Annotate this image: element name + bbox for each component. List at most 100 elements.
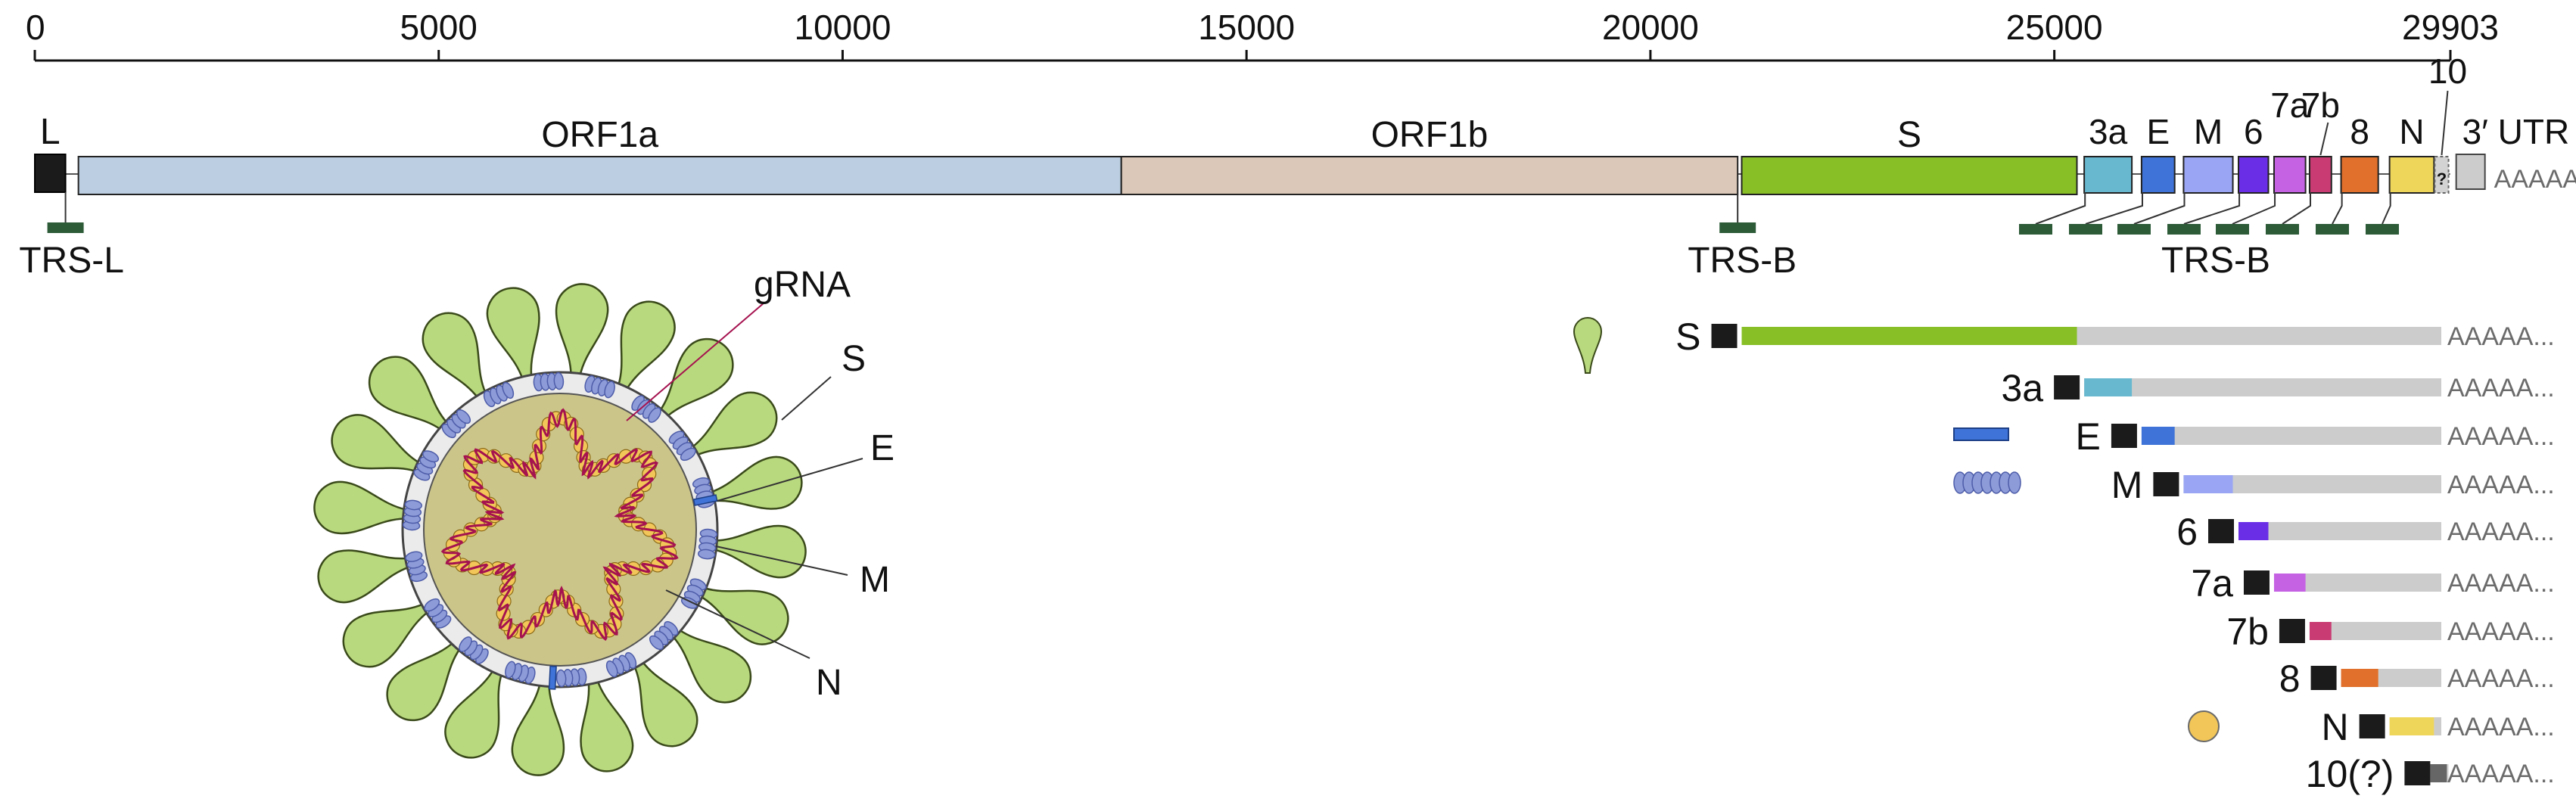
spike-protein-shape (313, 480, 407, 535)
spike-protein (617, 300, 676, 391)
axis-tick-label: 0 (26, 8, 45, 47)
sgrna-leader-block (2279, 619, 2305, 643)
spike-protein (368, 356, 449, 431)
sgrna-row-8: 8 AAAAA... (2279, 657, 2555, 700)
membrane-protein-subunit (404, 499, 422, 511)
spike-protein (709, 455, 803, 510)
leader-sequence (34, 154, 67, 193)
spike-icon-shape (1573, 317, 1603, 374)
spike-protein (422, 312, 487, 399)
leader-label: L (40, 112, 61, 152)
trs-b-connector (2035, 192, 2086, 225)
spike-protein (580, 679, 634, 772)
membrane-protein (698, 528, 718, 560)
orf-7b-label: 7b (2301, 85, 2340, 125)
orf-e-label: E (2146, 112, 2170, 151)
membrane-protein (424, 598, 452, 629)
trs-b-block (2167, 224, 2201, 235)
spike-protein-shape (617, 300, 676, 391)
spike-protein (444, 668, 503, 759)
envelope-protein (692, 494, 718, 506)
orf-7b-box (2308, 156, 2332, 194)
orf-10-box (2434, 156, 2450, 194)
membrane-protein (680, 578, 707, 609)
orf-7b-leader-line (2319, 122, 2329, 156)
sgrna-label: S (1675, 316, 1700, 358)
sgrna-polya-tail: AAAAA... (2447, 664, 2555, 693)
orf-m-box (2182, 156, 2234, 194)
sgrna-orf-segment (2238, 522, 2269, 540)
sgrna-orf-segment (2141, 427, 2175, 445)
spike-protein (690, 391, 778, 457)
sgrna-label: 7b (2226, 611, 2269, 653)
sgrna-row-10: 10(?)AAAAA... (2306, 753, 2555, 795)
spike-protein-shape (690, 391, 778, 457)
membrane-protein-subunit (555, 669, 567, 688)
orf-10-leader-line (2441, 90, 2449, 156)
virion-m-label: M (860, 560, 890, 600)
sgrna-leader-block (1711, 324, 1738, 348)
orf-3a-label: 3a (2089, 112, 2128, 151)
axis-tick-label: 15000 (1198, 8, 1295, 47)
trs-b-block (2117, 224, 2151, 235)
trs-l-block (47, 222, 84, 233)
membrane-protein-subunit (424, 598, 440, 612)
sgrna-body-bar (2084, 378, 2441, 396)
nucleocapsid-icon (2188, 710, 2220, 742)
spike-protein (698, 586, 789, 645)
spike-protein-shape (386, 641, 462, 722)
membrane-protein-subunit (502, 381, 515, 399)
membrane-protein (668, 431, 696, 462)
spike-protein-shape (671, 628, 752, 704)
spike-protein-shape (658, 337, 734, 418)
orf-orf1b-box (1120, 156, 1739, 195)
membrane-protein (533, 371, 565, 392)
virion-m-callout-line (715, 546, 848, 576)
sgrna-body-bar (2309, 622, 2441, 640)
sgrna-orf-segment (2183, 475, 2233, 493)
trs-l-label: TRS-L (19, 241, 124, 281)
spike-protein (658, 337, 734, 418)
spike-protein-shape (444, 668, 503, 759)
orf-n-label: N (2399, 112, 2424, 151)
sgrna-label: 8 (2279, 657, 2301, 700)
spike-protein-shape (331, 414, 422, 473)
trs-b-connector (2133, 192, 2186, 225)
spike-protein (317, 549, 411, 604)
sgrna-orf-segment (2084, 378, 2133, 396)
sgrna-body-bar (2141, 427, 2441, 445)
orf-e-box (2140, 156, 2176, 194)
spike-protein (511, 682, 565, 776)
spike-protein (486, 287, 540, 381)
orf-10-number-label: 10 (2428, 51, 2467, 91)
spike-protein-shape (709, 455, 803, 510)
spike-protein-shape (555, 283, 609, 377)
sgrna-leader-block (2243, 570, 2270, 595)
sgrna-protein-icons (1573, 317, 2220, 742)
envelope-protein-shape (692, 494, 718, 506)
virion-s-label: S (842, 339, 866, 379)
membrane-protein (649, 620, 679, 651)
virion-n-label: N (816, 663, 842, 703)
grna-strand (440, 408, 679, 641)
membrane-protein-subunit (649, 635, 664, 651)
trs-b-connector (2085, 192, 2143, 225)
sgrna-polya-tail: AAAAA... (2447, 760, 2555, 788)
sgrna-leader-block (2111, 424, 2137, 448)
trs-b-connector (2183, 192, 2241, 225)
sgrna-polya-tail: AAAAA... (2447, 471, 2555, 499)
virion-e-callout-line (717, 458, 863, 502)
trs-b-block (2019, 224, 2052, 235)
membrane-protein (405, 551, 428, 583)
sgrna-polya-tail: AAAAA... (2447, 422, 2555, 451)
sgrna-label: N (2322, 706, 2349, 748)
membrane-protein-subunit (505, 661, 516, 679)
spike-icon (1573, 317, 1603, 374)
membrane-protein (402, 499, 422, 531)
